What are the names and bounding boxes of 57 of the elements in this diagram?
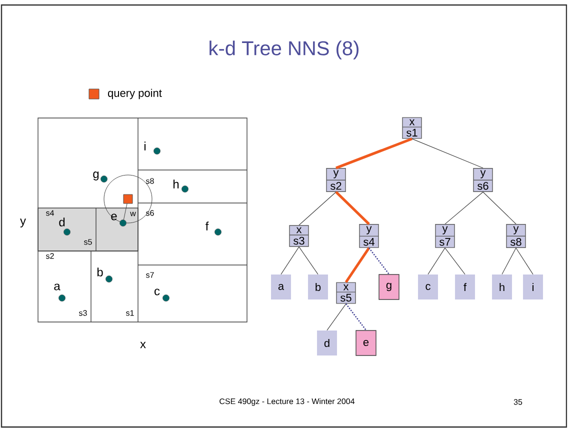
split-node: x s3 bbox=[289, 225, 309, 247]
leaf-node: a bbox=[271, 274, 291, 300]
tree-edge bbox=[428, 248, 446, 275]
tree-edge bbox=[335, 191, 370, 225]
split-node: x s5 bbox=[336, 282, 356, 304]
tree-edge bbox=[326, 303, 346, 331]
split-node: y s6 bbox=[473, 168, 493, 192]
split-node: y s8 bbox=[506, 224, 526, 248]
leaf-node: b bbox=[308, 274, 328, 300]
tree-edge bbox=[502, 248, 516, 275]
split-label: s4 bbox=[46, 210, 54, 216]
legend-text: query point bbox=[108, 88, 162, 100]
tree-edge bbox=[444, 248, 466, 275]
tree-edge bbox=[516, 248, 534, 275]
tree-edge bbox=[482, 192, 516, 224]
point-label: a bbox=[54, 284, 60, 290]
split-node: y s7 bbox=[435, 224, 455, 248]
tree-edge bbox=[298, 246, 318, 275]
leaf-node: f bbox=[455, 274, 475, 300]
distance-label: w bbox=[130, 212, 136, 216]
split-label: s2 bbox=[46, 253, 54, 259]
split-label: s7 bbox=[146, 272, 154, 278]
point-label: e bbox=[111, 214, 117, 220]
leaf-node: d bbox=[317, 330, 337, 356]
leaf-node: c bbox=[418, 274, 438, 300]
point-label: d bbox=[59, 218, 65, 226]
tree-edge bbox=[345, 303, 367, 331]
point-label: g bbox=[93, 172, 99, 180]
split-label: s8 bbox=[146, 178, 154, 184]
split-label: s1 bbox=[126, 310, 134, 316]
footer-text: CSE 490gz - Lecture 13 - Winter 2004 bbox=[220, 398, 355, 406]
tree-edge bbox=[298, 192, 336, 226]
split-label: s5 bbox=[84, 239, 92, 245]
point-label: b bbox=[97, 268, 103, 276]
page-number: 35 bbox=[514, 399, 522, 405]
title: k-d Tree NNS (8) bbox=[210, 40, 358, 60]
split-node: y s4 bbox=[359, 224, 379, 248]
tree-edge bbox=[344, 247, 370, 283]
tree-edge bbox=[280, 246, 300, 275]
split-node: x s1 bbox=[402, 117, 422, 139]
highlighted-leaf: g bbox=[378, 274, 400, 300]
tree-edge bbox=[368, 248, 390, 275]
axis-label: y bbox=[20, 218, 26, 228]
axis-label: x bbox=[140, 342, 146, 348]
leaf-node: h bbox=[492, 274, 512, 300]
split-label: s6 bbox=[146, 210, 154, 216]
highlighted-leaf: e bbox=[356, 330, 376, 356]
leaf-node: i bbox=[523, 274, 543, 300]
point-label: i bbox=[144, 142, 146, 150]
tree-edge bbox=[444, 192, 484, 224]
point-label: h bbox=[174, 180, 179, 188]
tree-edge bbox=[412, 138, 484, 168]
point-label: f bbox=[206, 222, 209, 230]
split-node: y s2 bbox=[326, 168, 346, 192]
point-label: c bbox=[154, 288, 160, 296]
split-label: s3 bbox=[79, 310, 87, 316]
tree-edge bbox=[336, 138, 412, 170]
